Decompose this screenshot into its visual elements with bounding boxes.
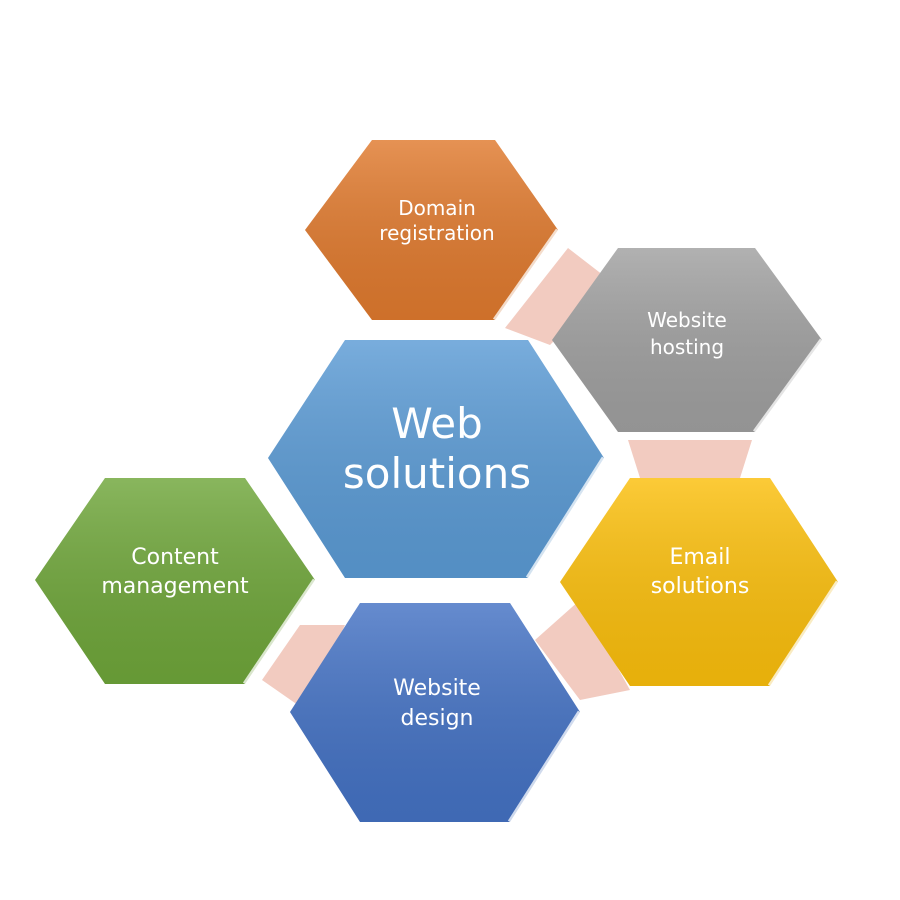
domain-line1: Domain — [398, 196, 476, 220]
hosting-line1: Website — [647, 308, 727, 332]
hex-website-hosting: Website hosting — [552, 248, 825, 434]
email-line2: solutions — [651, 574, 750, 599]
email-line1: Email — [669, 545, 730, 570]
center-line1: Web — [391, 399, 483, 448]
connector-email-design — [535, 600, 630, 700]
content-line1: Content — [131, 545, 219, 570]
connector-hosting-email — [628, 440, 752, 478]
hex-web-solutions-center: Web solutions — [268, 340, 607, 580]
connector-domain-hosting — [505, 248, 612, 345]
domain-line2: registration — [379, 221, 494, 245]
content-line2: management — [101, 574, 249, 599]
hosting-line2: hosting — [650, 335, 724, 359]
hex-website-design: Website design — [290, 603, 583, 824]
center-line2: solutions — [343, 449, 531, 498]
hex-content-management: Content management — [35, 478, 318, 686]
hex-email-solutions: Email solutions — [560, 478, 841, 688]
design-line2: design — [401, 706, 474, 731]
connector-content-design — [262, 625, 345, 710]
design-line1: Website — [393, 676, 481, 701]
hex-domain-registration: Domain registration — [305, 140, 561, 322]
